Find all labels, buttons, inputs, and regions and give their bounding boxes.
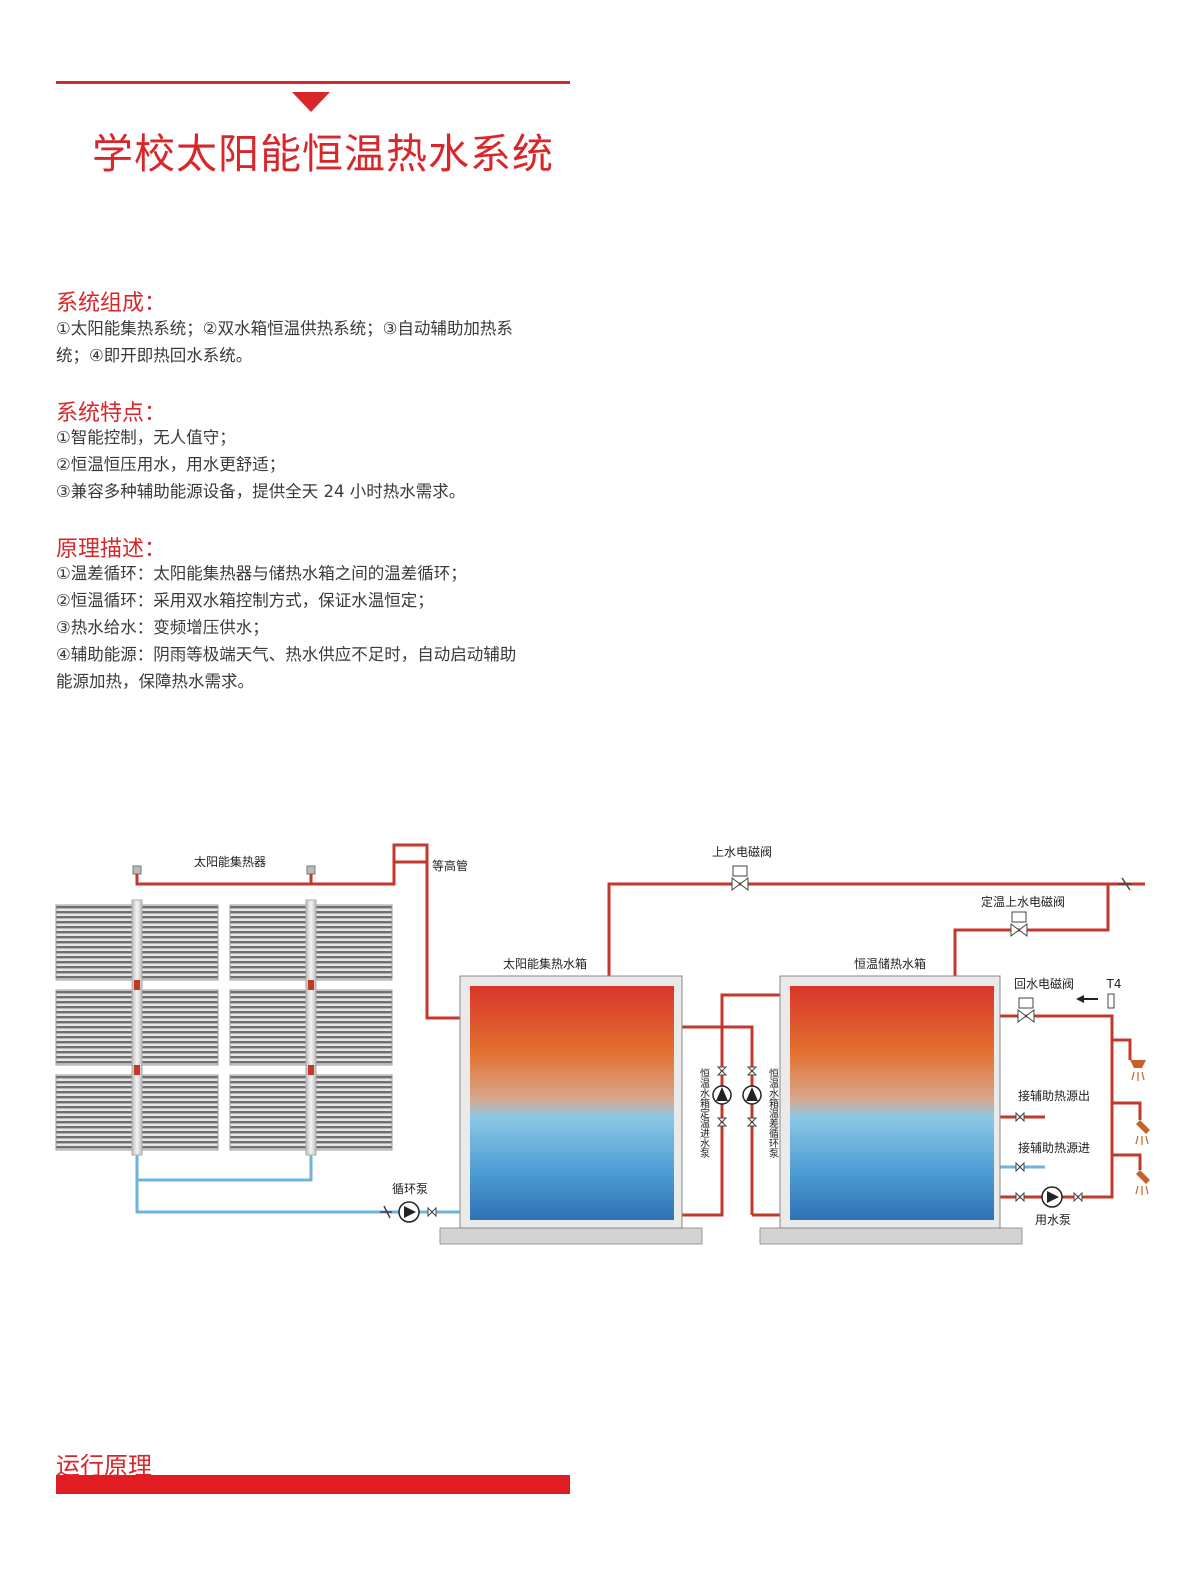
- const-temp-inlet-valve-icon: [1010, 911, 1028, 937]
- solar-tank-label: 太阳能集热水箱: [503, 956, 587, 971]
- section-line: ②恒温循环：采用双水箱控制方式，保证水温恒定；: [56, 591, 434, 610]
- circulation-pump-icon: [398, 1201, 420, 1223]
- section-line: ③热水给水：变频增压供水；: [56, 618, 269, 637]
- const-tank-label: 恒温储热水箱: [854, 956, 926, 971]
- collector-label: 太阳能集热器: [194, 854, 266, 869]
- section-heading-features: 系统特点：: [56, 401, 167, 426]
- const-temp-inlet-valve-label: 定温上水电磁阀: [981, 894, 1065, 909]
- aux-in-label: 接辅助热源进: [1018, 1140, 1090, 1155]
- gate-valve-icon: [716, 1066, 758, 1127]
- circ-pump-label: 循环泵: [392, 1182, 428, 1196]
- sensor-label: T4: [1106, 977, 1122, 991]
- gate-valve-icon: [427, 1206, 437, 1218]
- use-water-pump-icon: [1041, 1186, 1063, 1208]
- footer-bar: [56, 1475, 570, 1494]
- equal-pipe-label: 等高管: [432, 858, 468, 873]
- constant-temp-storage-tank: [759, 975, 1023, 1245]
- arrow-head-icon: [1076, 995, 1084, 1003]
- use-pump-label: 用水泵: [1035, 1213, 1071, 1227]
- top-rule: [56, 81, 570, 84]
- title-marker-triangle: [292, 92, 330, 112]
- gate-valve-icon: [1015, 1111, 1025, 1123]
- return-solenoid-valve-icon: [1017, 997, 1035, 1023]
- gate-valve-icon: [1073, 1191, 1083, 1203]
- gate-valve-icon: [1015, 1161, 1025, 1173]
- shower-head-icon: [1130, 1060, 1150, 1195]
- solar-collector-array: [55, 899, 393, 1156]
- temperature-sensor-icon: [1107, 993, 1115, 1009]
- section-line: 统；④即开即热回水系统。: [56, 346, 253, 365]
- section-line: ①太阳能集热系统；②双水箱恒温供热系统；③自动辅助加热系: [56, 319, 513, 338]
- return-valve-label: 回水电磁阀: [1014, 976, 1074, 991]
- inlet-valve-label: 上水电磁阀: [712, 844, 772, 859]
- section-line: ①温差循环：太阳能集热器与储热水箱之间的温差循环；: [56, 564, 467, 583]
- check-valve-icon: [380, 1205, 392, 1219]
- check-valve-icon: [1118, 877, 1132, 891]
- section-line: ①智能控制，无人值守；: [56, 428, 236, 447]
- pump-left-label: 恒温水箱定温进水泵: [698, 1067, 710, 1158]
- section-heading-composition: 系统组成：: [56, 291, 167, 316]
- aux-out-label: 接辅助热源出: [1018, 1088, 1090, 1103]
- solar-storage-tank: [439, 975, 703, 1245]
- section-line: ②恒温恒压用水，用水更舒适；: [56, 455, 286, 474]
- system-diagram: 太阳能集热器: [55, 843, 1150, 1245]
- gate-valve-icon: [1015, 1191, 1025, 1203]
- inlet-solenoid-valve-icon: [731, 865, 749, 891]
- section-heading-principle: 原理描述：: [56, 537, 167, 562]
- pump-icon: [712, 1085, 762, 1105]
- pump-right-label: 恒温水箱温差循环泵: [767, 1067, 779, 1158]
- section-line: ③兼容多种辅助能源设备，提供全天 24 小时热水需求。: [56, 482, 466, 501]
- section-line: ④辅助能源：阴雨等极端天气、热水供应不足时，自动启动辅助: [56, 645, 517, 664]
- page-title: 学校太阳能恒温热水系统: [92, 130, 554, 178]
- pump-vertical-labels: 恒温水箱定温进水泵 恒温水箱温差循环泵: [698, 1067, 779, 1158]
- section-line: 能源加热，保障热水需求。: [56, 672, 254, 691]
